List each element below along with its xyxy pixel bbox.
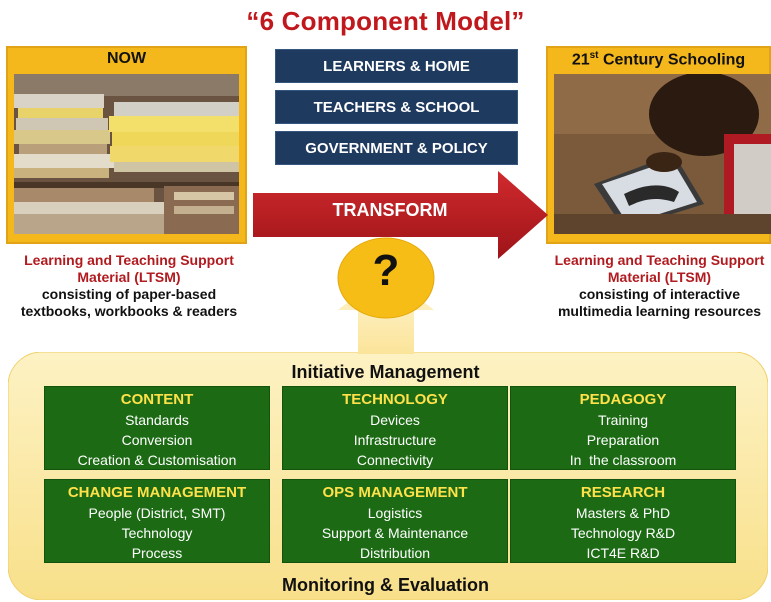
future-description: Learning and Teaching Support Material (…: [548, 252, 771, 320]
ops-management-box: OPS MANAGEMENT Logistics Support & Maint…: [282, 479, 508, 563]
content-box: CONTENT Standards Conversion Creation & …: [44, 386, 270, 470]
transform-arrow: [253, 171, 548, 259]
transform-label: TRANSFORM: [332, 200, 448, 220]
monitoring-evaluation-label: Monitoring & Evaluation: [282, 575, 489, 595]
question-mark: ?: [372, 246, 400, 295]
future-description-black: consisting of interactive multimedia lea…: [557, 286, 762, 319]
now-label: NOW: [106, 50, 147, 67]
government-policy-box: GOVERNMENT & POLICY: [275, 131, 518, 165]
pedagogy-box: PEDAGOGY Training Preparation In the cla…: [510, 386, 736, 470]
diagram-title: “6 Component Model”: [246, 6, 525, 36]
now-description-black: consisting of paper-based textbooks, wor…: [20, 286, 238, 319]
future-label: 21st Century Schooling: [571, 50, 746, 69]
teachers-school-box: TEACHERS & SCHOOL: [275, 90, 518, 124]
initiative-management-label: Initiative Management: [291, 362, 480, 382]
technology-box: TECHNOLOGY Devices Infrastructure Connec…: [282, 386, 508, 470]
research-box: RESEARCH Masters & PhD Technology R&D IC…: [510, 479, 736, 563]
change-management-box: CHANGE MANAGEMENT People (District, SMT)…: [44, 479, 270, 563]
now-description-red: Learning and Teaching Support Material (…: [24, 252, 234, 285]
textbooks-photo: [14, 74, 239, 234]
question-up-arrow: [337, 237, 435, 354]
tablet-learner-photo: [554, 74, 771, 234]
now-description: Learning and Teaching Support Material (…: [10, 252, 248, 320]
future-description-red: Learning and Teaching Support Material (…: [554, 252, 765, 285]
learners-home-box: LEARNERS & HOME: [275, 49, 518, 83]
